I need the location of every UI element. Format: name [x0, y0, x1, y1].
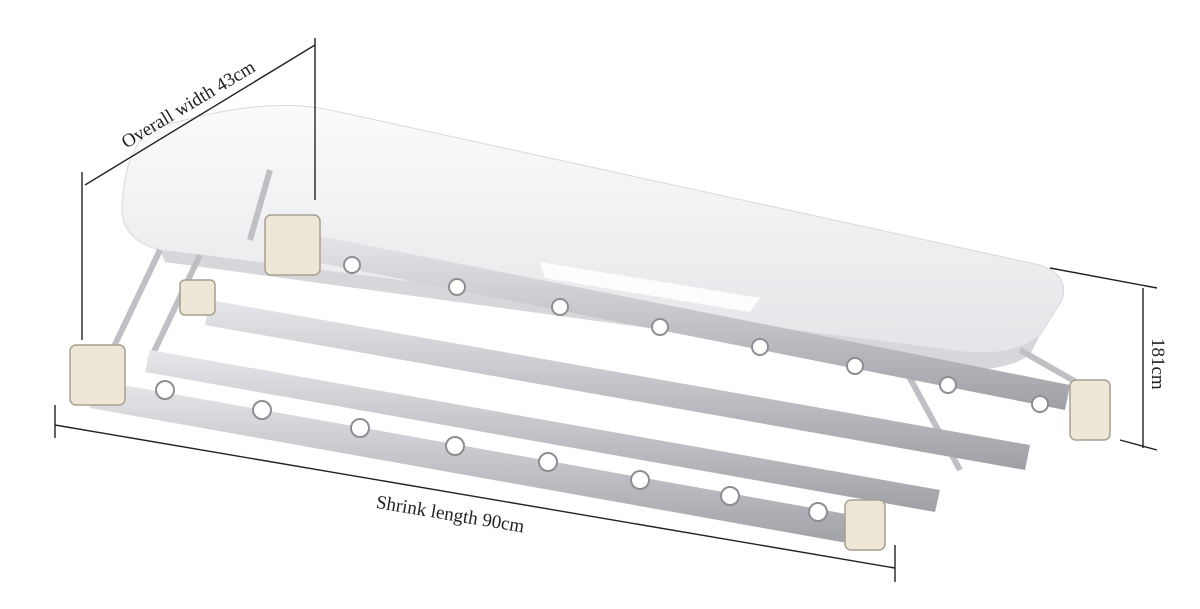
light-panel	[540, 262, 760, 312]
dimension-lines	[54, 38, 1158, 582]
rod-middle	[205, 300, 1030, 470]
rods	[90, 232, 1070, 548]
rod-front	[90, 380, 880, 548]
rod-back	[295, 232, 1070, 410]
end-brackets	[69, 214, 1111, 551]
led-lights	[155, 256, 1049, 522]
rod-front-upper	[145, 350, 940, 512]
height-dimension-label: 181cm	[1147, 338, 1168, 390]
light-panel	[440, 320, 665, 366]
